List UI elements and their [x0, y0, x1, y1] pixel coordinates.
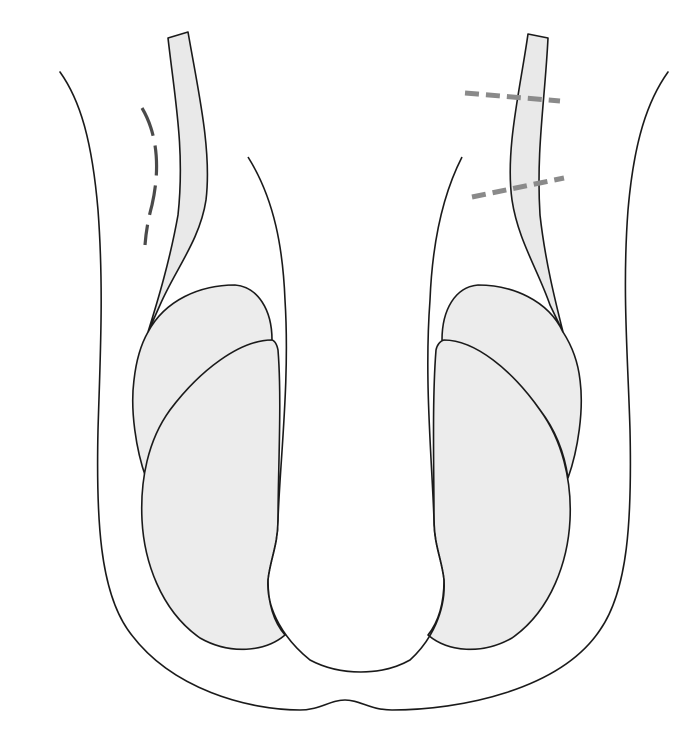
left-incision-mark [142, 108, 157, 245]
left-spermatic-cord [148, 32, 207, 332]
right-incision-upper [465, 93, 560, 101]
